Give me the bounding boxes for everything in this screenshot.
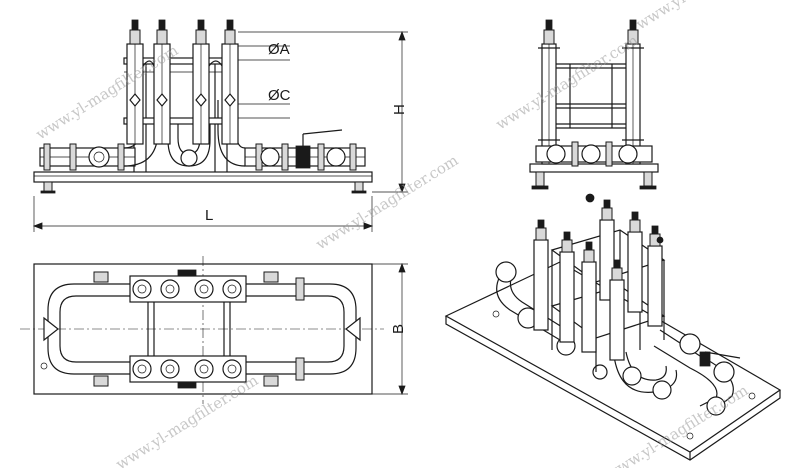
side-view: [529, 19, 659, 190]
front-view: ØA ØC H L: [32, 19, 408, 232]
dimension-label-b: B: [390, 324, 407, 334]
watermark-3: www.yl-magfilter.com: [493, 31, 642, 133]
dimension-label-c: ØC: [268, 87, 291, 104]
dimension-label-h: H: [391, 104, 408, 115]
front-filter-columns: [126, 19, 239, 145]
dimension-label-a: ØA: [268, 41, 290, 58]
top-view: B: [20, 256, 408, 404]
isometric-view: [444, 193, 782, 461]
dimension-label-l: L: [205, 207, 213, 224]
watermark-4: www.yl-magfilter.com: [633, 0, 782, 33]
iso-filter-columns: [533, 193, 664, 361]
